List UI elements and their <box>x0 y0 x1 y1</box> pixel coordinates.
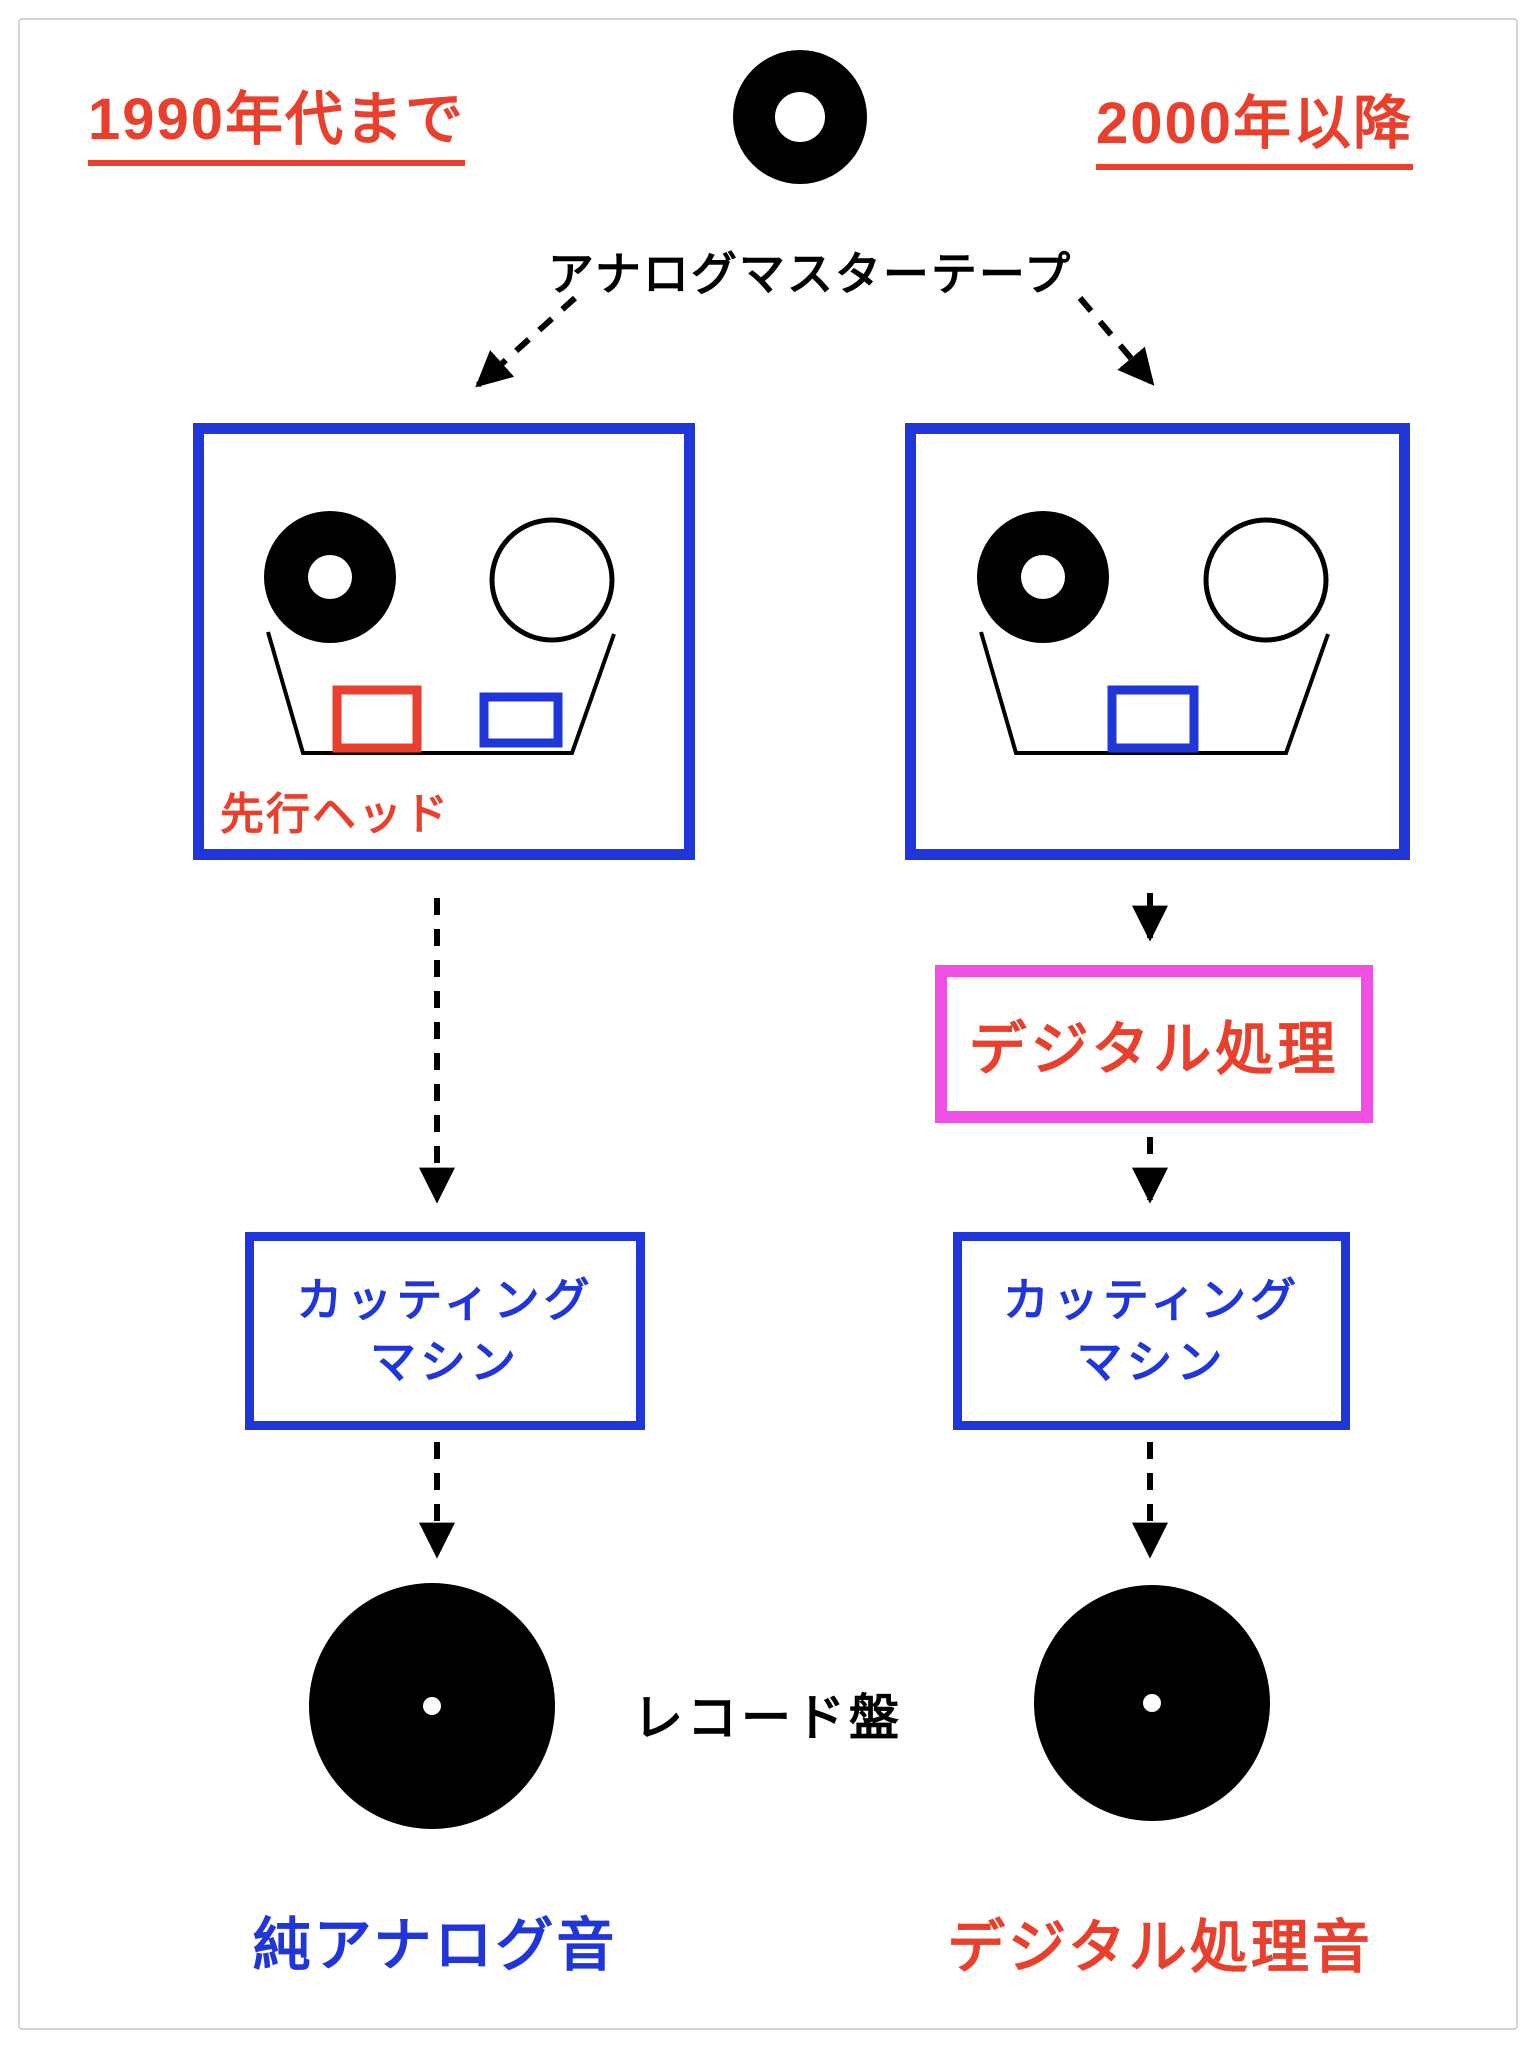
cutting-machine-box-right: カッティング マシン <box>953 1232 1350 1430</box>
era-label-1990s: 1990年代まで <box>88 72 466 166</box>
tape-reel-icon <box>733 50 867 184</box>
preview-head-label: 先行ヘッド <box>220 790 450 839</box>
cutting-machine-left-line1: カッティング <box>296 1273 594 1326</box>
cutting-machine-left-line2: マシン <box>370 1336 520 1388</box>
cutting-machine-right-line1: カッティング <box>1002 1273 1301 1326</box>
result-label-analog: 純アナログ音 <box>252 1913 618 1978</box>
cutting-machine-right-line2: マシン <box>1076 1336 1227 1388</box>
result-label-digital: デジタル処理音 <box>947 1915 1373 1980</box>
arrow-to-left-machine <box>475 295 578 388</box>
tape-reel-disc <box>733 50 867 184</box>
era-label-2000s: 2000年以降 <box>1096 76 1414 170</box>
digital-processing-box: デジタル処理 <box>935 965 1373 1123</box>
cutting-machine-box-left: カッティング マシン <box>245 1232 645 1430</box>
arrow-to-right-machine <box>1077 296 1155 386</box>
tape-machine-box-left <box>193 423 695 860</box>
record-disc-label: レコード盤 <box>633 1690 903 1746</box>
master-tape-label: アナログマスターテープ <box>547 248 1073 300</box>
tape-reel-hub <box>775 92 825 142</box>
tape-machine-box-right <box>905 423 1410 860</box>
digital-processing-label: デジタル処理 <box>968 1017 1340 1082</box>
